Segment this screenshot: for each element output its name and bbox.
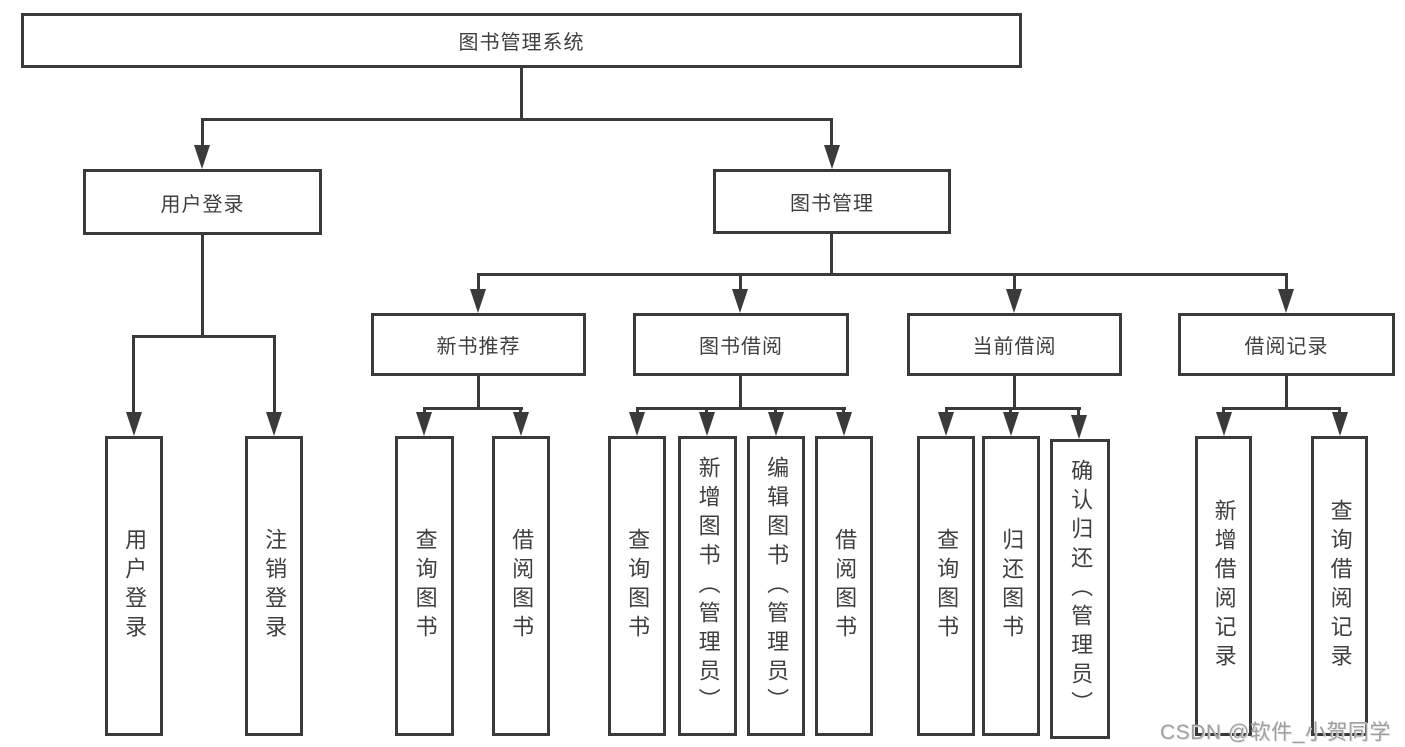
node-br-add-record: 新增借阅记录 bbox=[1195, 436, 1252, 736]
connector-line bbox=[132, 335, 276, 338]
arrow-down-icon bbox=[768, 412, 784, 436]
node-br-add-record-label: 新增借阅记录 bbox=[1211, 499, 1237, 673]
node-nbr-borrow-books: 借阅图书 bbox=[492, 436, 550, 736]
node-user-login-label: 用户登录 bbox=[160, 193, 245, 216]
connector-line bbox=[201, 118, 204, 146]
connector-line bbox=[705, 407, 708, 416]
connector-line bbox=[1285, 376, 1288, 410]
connector-line bbox=[945, 407, 1081, 410]
node-book-borrow: 图书借阅 bbox=[633, 313, 849, 376]
node-bb-borrow-books: 借阅图书 bbox=[815, 436, 873, 736]
connector-line bbox=[477, 273, 1288, 276]
arrow-down-icon bbox=[824, 145, 840, 169]
node-book-management-label: 图书管理 bbox=[790, 193, 874, 215]
arrow-down-icon bbox=[513, 412, 529, 436]
node-cb-query-books-label: 查询图书 bbox=[934, 528, 960, 644]
node-nbr-borrow-books-label: 借阅图书 bbox=[509, 528, 535, 644]
node-new-book-recommend: 新书推荐 bbox=[371, 313, 586, 376]
arrow-down-icon bbox=[416, 412, 432, 436]
connector-line bbox=[1013, 376, 1016, 410]
node-bb-add-books-admin: 新增图书（管理员） bbox=[678, 436, 737, 736]
arrow-down-icon bbox=[1006, 289, 1022, 313]
arrow-down-icon bbox=[1278, 289, 1294, 313]
node-current-borrow: 当前借阅 bbox=[907, 313, 1122, 376]
connector-line bbox=[739, 273, 742, 290]
node-cb-confirm-return-admin-label: 确认归还（管理员） bbox=[1068, 458, 1094, 720]
node-borrow-records-label: 借阅记录 bbox=[1244, 336, 1329, 358]
arrow-down-icon bbox=[126, 412, 142, 436]
connector-line bbox=[1013, 273, 1016, 290]
node-br-query-record: 查询借阅记录 bbox=[1311, 436, 1368, 736]
arrow-down-icon bbox=[470, 289, 486, 313]
connector-line bbox=[739, 376, 742, 410]
connector-line bbox=[132, 335, 135, 413]
connector-line bbox=[830, 118, 833, 146]
node-bb-query-books-label: 查询图书 bbox=[625, 528, 651, 644]
connector-line bbox=[477, 376, 480, 410]
node-root-label: 图书管理系统 bbox=[458, 32, 585, 54]
node-root: 图书管理系统 bbox=[21, 13, 1022, 68]
node-logout-label: 注销登录 bbox=[262, 528, 288, 644]
node-user-login: 用户登录 bbox=[83, 169, 322, 235]
connector-line bbox=[1338, 407, 1341, 416]
node-new-book-recommend-label: 新书推荐 bbox=[436, 336, 521, 358]
arrow-down-icon bbox=[1216, 412, 1232, 436]
connector-line bbox=[201, 234, 204, 338]
connector-line bbox=[945, 407, 948, 416]
node-cb-confirm-return-admin: 确认归还（管理员） bbox=[1050, 439, 1110, 739]
connector-line bbox=[273, 335, 276, 413]
node-nbr-query-books: 查询图书 bbox=[395, 436, 454, 736]
connector-line bbox=[1222, 407, 1225, 416]
node-borrow-records: 借阅记录 bbox=[1178, 313, 1395, 376]
arrow-down-icon bbox=[699, 412, 715, 436]
node-nbr-query-books-label: 查询图书 bbox=[412, 528, 438, 644]
connector-line bbox=[636, 407, 846, 410]
arrow-down-icon bbox=[1003, 412, 1019, 436]
connector-line bbox=[520, 68, 523, 121]
csdn-watermark: CSDN @软件_小贺同学 bbox=[1160, 721, 1391, 744]
connector-line bbox=[519, 407, 522, 416]
connector-line bbox=[201, 118, 833, 121]
node-cb-query-books: 查询图书 bbox=[917, 436, 975, 736]
connector-line bbox=[842, 407, 845, 416]
arrow-down-icon bbox=[1071, 415, 1087, 439]
connector-line bbox=[830, 233, 833, 276]
connector-line bbox=[423, 407, 426, 416]
node-book-borrow-label: 图书借阅 bbox=[699, 336, 783, 358]
connector-line bbox=[1077, 407, 1080, 419]
node-logout: 注销登录 bbox=[245, 436, 303, 736]
arrow-down-icon bbox=[938, 412, 954, 436]
arrow-down-icon bbox=[836, 412, 852, 436]
node-book-management: 图书管理 bbox=[713, 169, 951, 234]
connector-line bbox=[636, 407, 639, 416]
node-bb-query-books: 查询图书 bbox=[608, 436, 666, 736]
node-current-borrow-label: 当前借阅 bbox=[972, 336, 1057, 358]
node-bb-edit-books-admin-label: 编辑图书（管理员） bbox=[764, 455, 790, 717]
arrow-down-icon bbox=[266, 412, 282, 436]
arrow-down-icon bbox=[1332, 412, 1348, 436]
connector-line bbox=[477, 273, 480, 290]
node-login: 用户登录 bbox=[105, 436, 163, 736]
node-bb-borrow-books-label: 借阅图书 bbox=[832, 528, 858, 644]
arrow-down-icon bbox=[732, 289, 748, 313]
connector-line bbox=[1009, 407, 1012, 416]
arrow-down-icon bbox=[194, 145, 210, 169]
node-login-label: 用户登录 bbox=[122, 528, 148, 644]
node-bb-add-books-admin-label: 新增图书（管理员） bbox=[695, 455, 721, 717]
arrow-down-icon bbox=[629, 412, 645, 436]
connector-line bbox=[774, 407, 777, 416]
node-cb-return-books: 归还图书 bbox=[982, 436, 1040, 736]
node-bb-edit-books-admin: 编辑图书（管理员） bbox=[747, 436, 805, 736]
node-cb-return-books-label: 归还图书 bbox=[999, 528, 1025, 644]
connector-line bbox=[1222, 407, 1341, 410]
connector-line bbox=[423, 407, 523, 410]
connector-line bbox=[1285, 273, 1288, 290]
node-br-query-record-label: 查询借阅记录 bbox=[1327, 499, 1353, 673]
